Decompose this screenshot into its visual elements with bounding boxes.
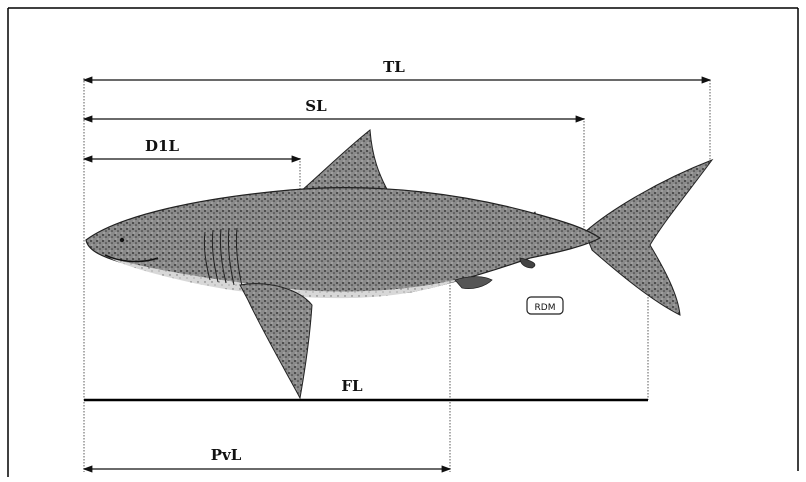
measurement-d1l: D1L [84,137,300,159]
shark-eye [120,238,124,242]
shark-illustration [86,130,712,398]
svg-text:RDM: RDM [535,303,556,313]
label-fl: FL [341,377,363,395]
label-tl: TL [383,58,405,76]
label-pvl: PvL [211,446,242,464]
label-sl: SL [305,97,327,115]
label-d1l: D1L [145,137,179,155]
measurement-tl: TL [84,58,710,80]
pelvic-fin [455,277,492,289]
measurement-pvl: PvL [84,446,450,469]
pectoral-fin [240,284,312,398]
measurement-fl: FL [84,377,648,400]
artist-signature: RDM [527,297,563,314]
shark-body [86,188,600,295]
anal-fin [520,258,535,268]
caudal-fin [585,160,712,315]
measurement-sl: SL [84,97,584,119]
